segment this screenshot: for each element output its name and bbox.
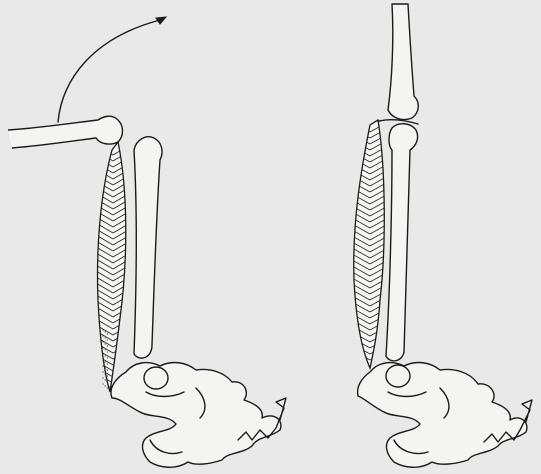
stipple-dot (107, 375, 108, 376)
stipple-dot (107, 381, 108, 382)
stipple-dot (107, 351, 108, 352)
stipple-dot (107, 363, 108, 364)
hatch-line (352, 122, 370, 132)
stipple-dot (102, 341, 103, 342)
stipple-dot (102, 347, 103, 348)
stipple-dot (105, 367, 106, 368)
stipple-dot (102, 329, 103, 330)
stipple-dot (105, 361, 106, 362)
left-hamstring-muscle (98, 142, 126, 392)
left-tibia-bone (8, 116, 123, 148)
stipple-dot (102, 335, 103, 336)
stipple-dot (105, 349, 106, 350)
left-femoral-head (144, 367, 168, 389)
right-femoral-head (386, 365, 410, 387)
stipple-dot (102, 365, 103, 366)
right-panel (352, 4, 532, 467)
stipple-dot (102, 377, 103, 378)
stipple-dot (105, 373, 106, 374)
stipple-dot (107, 387, 108, 388)
stipple-dot (107, 345, 108, 346)
stipple-dot (102, 359, 103, 360)
stipple-dot (105, 331, 106, 332)
motion-arrow-path (58, 20, 160, 122)
stipple-dot (102, 353, 103, 354)
right-knee-joint (376, 120, 418, 124)
stipple-dot (105, 343, 106, 344)
curved-arrow-icon (156, 17, 166, 24)
left-pelvis-bone (111, 363, 281, 468)
stipple-dot (102, 383, 103, 384)
right-femur-bone (386, 124, 418, 361)
left-panel (8, 17, 286, 467)
stipple-dot (107, 333, 108, 334)
stipple-dot (105, 355, 106, 356)
stipple-dot (107, 339, 108, 340)
stipple-dot (107, 369, 108, 370)
hatch-line (352, 362, 370, 372)
right-tibia-bone (388, 4, 418, 120)
right-pelvis-bone (358, 363, 527, 468)
stipple-dot (105, 385, 106, 386)
left-femur-bone (134, 137, 162, 358)
stipple-dot (105, 337, 106, 338)
stipple-dot (105, 379, 106, 380)
stipple-dot (102, 371, 103, 372)
right-hamstring-muscle (354, 120, 385, 368)
stipple-dot (107, 357, 108, 358)
